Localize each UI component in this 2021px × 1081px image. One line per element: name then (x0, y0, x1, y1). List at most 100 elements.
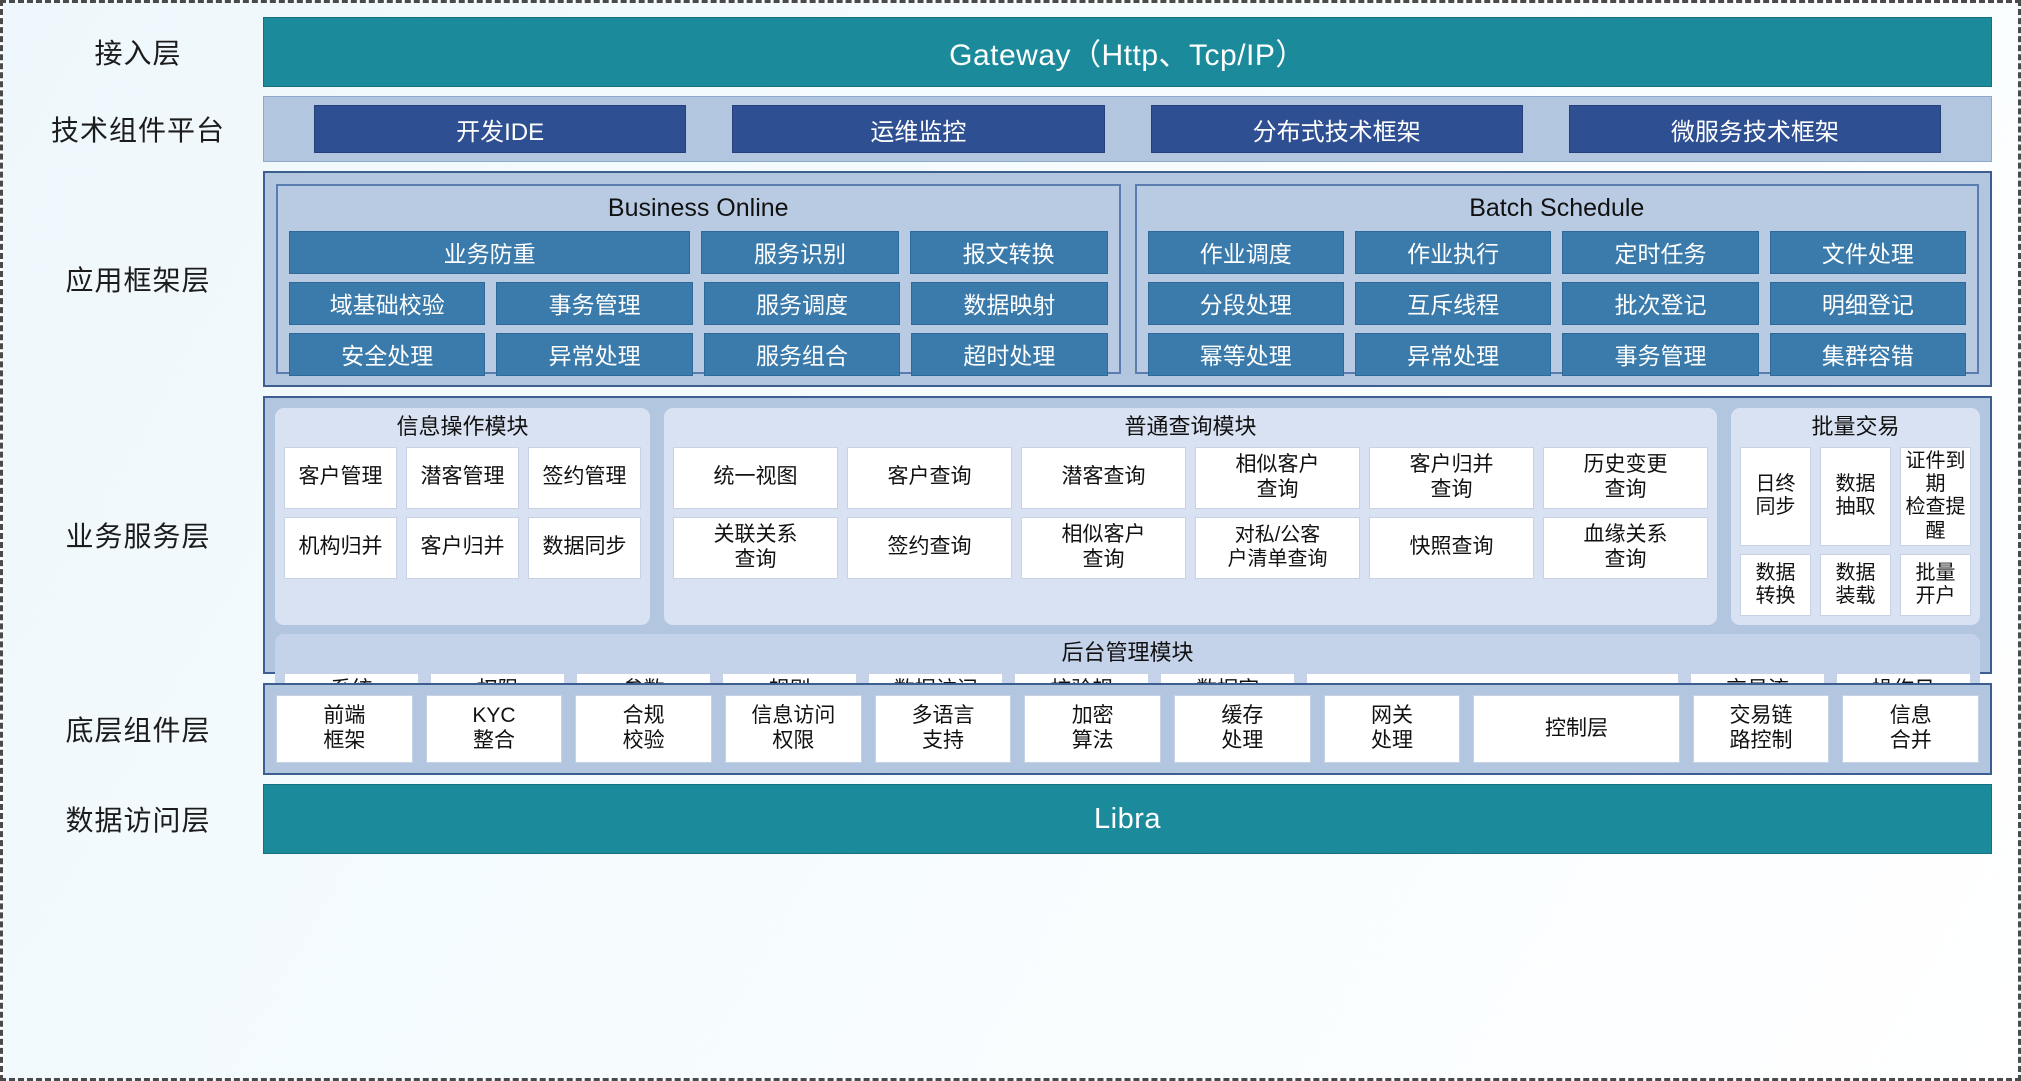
service-cell[interactable]: 签约管理 (528, 446, 641, 509)
service-cell[interactable]: 机构归并 (284, 516, 397, 579)
component-cell[interactable]: 网关 处理 (1323, 695, 1461, 763)
layer-app-framework: 应用框架层 Business Online 业务防重 服务识别 报文转换 域基础… (13, 171, 1992, 387)
chip-row: 域基础校验 事务管理 服务调度 数据映射 (289, 281, 1108, 325)
service-cell[interactable]: 快照查询 (1369, 516, 1534, 579)
service-cell[interactable]: 历史变更 查询 (1543, 446, 1708, 509)
service-cell[interactable]: 相似客户 查询 (1195, 446, 1360, 509)
service-cell[interactable]: 相似客户 查询 (1021, 516, 1186, 579)
fw-chip[interactable]: 超时处理 (911, 332, 1108, 376)
fw-chip[interactable]: 分段处理 (1147, 281, 1344, 325)
service-cell[interactable]: 潜客管理 (406, 446, 519, 509)
service-cell[interactable]: 客户查询 (847, 446, 1012, 509)
service-cell[interactable]: 血缘关系 查询 (1543, 516, 1708, 579)
service-cell[interactable]: 对私/公客 户清单查询 (1195, 516, 1360, 579)
chip-row: 业务防重 服务识别 报文转换 (289, 230, 1108, 274)
group-batch-schedule: Batch Schedule 作业调度 作业执行 定时任务 文件处理 分段处理 … (1134, 184, 1979, 376)
service-cell[interactable]: 批量 开户 (1900, 554, 1971, 617)
fw-chip[interactable]: 事务管理 (1562, 332, 1759, 376)
layer-tech-platform: 技术组件平台 开发IDE 运维监控 分布式技术框架 微服务技术框架 (13, 96, 1992, 162)
cell-row: 统一视图 客户查询 潜客查询 相似客户 查询 客户归并 查询 历史变更 查询 (673, 446, 1708, 509)
chip-grid-batch-schedule: 作业调度 作业执行 定时任务 文件处理 分段处理 互斥线程 批次登记 明细登记 (1147, 230, 1966, 376)
cell-row: 机构归并 客户归并 数据同步 (284, 516, 641, 579)
fw-chip[interactable]: 服务组合 (703, 332, 901, 376)
layer-label-business-service: 业务服务层 (65, 521, 211, 552)
fw-chip[interactable]: 事务管理 (496, 281, 693, 325)
service-cell[interactable]: 潜客查询 (1021, 446, 1186, 509)
component-cell[interactable]: 缓存 处理 (1174, 695, 1311, 763)
component-cell[interactable]: 控制层 (1473, 695, 1680, 763)
layer-access: 接入层 Gateway（Http、Tcp/IP） (13, 17, 1992, 87)
fw-chip[interactable]: 服务识别 (701, 230, 899, 274)
component-cell[interactable]: 合规 校验 (575, 695, 713, 763)
panel-title-batch-transaction: 批量交易 (1811, 414, 1900, 439)
fw-chip[interactable]: 定时任务 (1562, 230, 1759, 274)
fw-chip[interactable]: 作业执行 (1354, 230, 1552, 274)
business-service-top-row: 信息操作模块 客户管理 潜客管理 签约管理 机构归并 客户归并 数据同步 (275, 408, 1980, 626)
service-cell[interactable]: 日终 同步 (1740, 446, 1811, 547)
libra-bar: Libra (263, 784, 1992, 854)
cell-row: 关联关系 查询 签约查询 相似客户 查询 对私/公客 户清单查询 快照查询 血缘… (673, 516, 1708, 579)
panel-title-common-query: 普通查询模块 (1124, 414, 1257, 439)
component-cell[interactable]: 交易链 路控制 (1692, 695, 1830, 763)
tech-chip-ops-monitor[interactable]: 运维监控 (732, 105, 1105, 153)
app-framework-container: Business Online 业务防重 服务识别 报文转换 域基础校验 事务管… (263, 171, 1992, 387)
fw-chip[interactable]: 批次登记 (1562, 281, 1759, 325)
fw-chip[interactable]: 服务调度 (703, 281, 901, 325)
chip-grid-business-online: 业务防重 服务识别 报文转换 域基础校验 事务管理 服务调度 数据映射 安全处理 (289, 230, 1108, 376)
component-cell[interactable]: KYC 整合 (425, 695, 563, 763)
service-cell[interactable]: 数据 抽取 (1820, 446, 1891, 547)
chip-row: 作业调度 作业执行 定时任务 文件处理 (1147, 230, 1966, 274)
layer-label-access: 接入层 (94, 38, 182, 69)
gateway-bar: Gateway（Http、Tcp/IP） (263, 17, 1992, 87)
fw-chip[interactable]: 互斥线程 (1354, 281, 1552, 325)
chip-row: 幂等处理 异常处理 事务管理 集群容错 (1147, 332, 1966, 376)
layer-label-data-access: 数据访问层 (65, 805, 211, 836)
service-cell[interactable]: 签约查询 (847, 516, 1012, 579)
cell-row: 日终 同步 数据 抽取 证件到期 检查提醒 (1740, 446, 1971, 547)
panel-title-admin-module: 后台管理模块 (1061, 640, 1194, 666)
fw-chip[interactable]: 明细登记 (1769, 281, 1966, 325)
fw-chip[interactable]: 安全处理 (289, 332, 486, 376)
panel-batch-transaction: 批量交易 日终 同步 数据 抽取 证件到期 检查提醒 数据 转换 数据 装载 批… (1731, 408, 1980, 626)
layer-business-service: 业务服务层 信息操作模块 客户管理 潜客管理 签约管理 机构归并 (13, 396, 1992, 742)
service-cell[interactable]: 证件到期 检查提醒 (1900, 446, 1971, 547)
fw-chip[interactable]: 幂等处理 (1147, 332, 1344, 376)
business-service-container: 信息操作模块 客户管理 潜客管理 签约管理 机构归并 客户归并 数据同步 (263, 396, 1992, 742)
fw-chip[interactable]: 作业调度 (1147, 230, 1344, 274)
tech-chip-ide[interactable]: 开发IDE (314, 105, 687, 153)
panel-common-query: 普通查询模块 统一视图 客户查询 潜客查询 相似客户 查询 客户归并 查询 历史… (664, 408, 1717, 626)
tech-chip-distributed-framework[interactable]: 分布式技术框架 (1150, 105, 1523, 153)
layer-component: 底层组件层 前端 框架 KYC 整合 合规 校验 信息访问 权限 多语言 支持 … (13, 683, 1992, 775)
fw-chip[interactable]: 异常处理 (496, 332, 693, 376)
component-cell[interactable]: 信息访问 权限 (725, 695, 862, 763)
cell-row: 数据 转换 数据 装载 批量 开户 (1740, 554, 1971, 617)
service-cell[interactable]: 数据 转换 (1740, 554, 1811, 617)
fw-chip[interactable]: 业务防重 (289, 230, 691, 274)
service-cell[interactable]: 客户管理 (284, 446, 397, 509)
fw-chip[interactable]: 域基础校验 (289, 281, 486, 325)
component-cell[interactable]: 信息 合并 (1842, 695, 1980, 763)
tech-platform-strip: 开发IDE 运维监控 分布式技术框架 微服务技术框架 (263, 96, 1992, 162)
cell-row: 客户管理 潜客管理 签约管理 (284, 446, 641, 509)
component-cell[interactable]: 加密 算法 (1024, 695, 1162, 763)
fw-chip[interactable]: 集群容错 (1769, 332, 1966, 376)
group-business-online: Business Online 业务防重 服务识别 报文转换 域基础校验 事务管… (276, 184, 1121, 376)
service-cell[interactable]: 客户归并 (406, 516, 519, 579)
fw-chip[interactable]: 报文转换 (909, 230, 1108, 274)
service-cell[interactable]: 客户归并 查询 (1369, 446, 1534, 509)
service-cell[interactable]: 统一视图 (673, 446, 838, 509)
fw-chip[interactable]: 文件处理 (1769, 230, 1966, 274)
component-cell[interactable]: 前端 框架 (276, 695, 413, 763)
service-cell[interactable]: 数据 装载 (1820, 554, 1891, 617)
tech-chip-microservice-framework[interactable]: 微服务技术框架 (1568, 105, 1941, 153)
fw-chip[interactable]: 数据映射 (911, 281, 1108, 325)
group-title-business-online: Business Online (607, 194, 789, 222)
layer-label-tech-platform: 技术组件平台 (50, 115, 225, 146)
fw-chip[interactable]: 异常处理 (1354, 332, 1552, 376)
chip-row: 安全处理 异常处理 服务组合 超时处理 (289, 332, 1108, 376)
service-cell[interactable]: 数据同步 (528, 516, 641, 579)
panel-title-info-operation: 信息操作模块 (396, 414, 529, 439)
service-cell[interactable]: 关联关系 查询 (673, 516, 838, 579)
component-cell[interactable]: 多语言 支持 (874, 695, 1012, 763)
